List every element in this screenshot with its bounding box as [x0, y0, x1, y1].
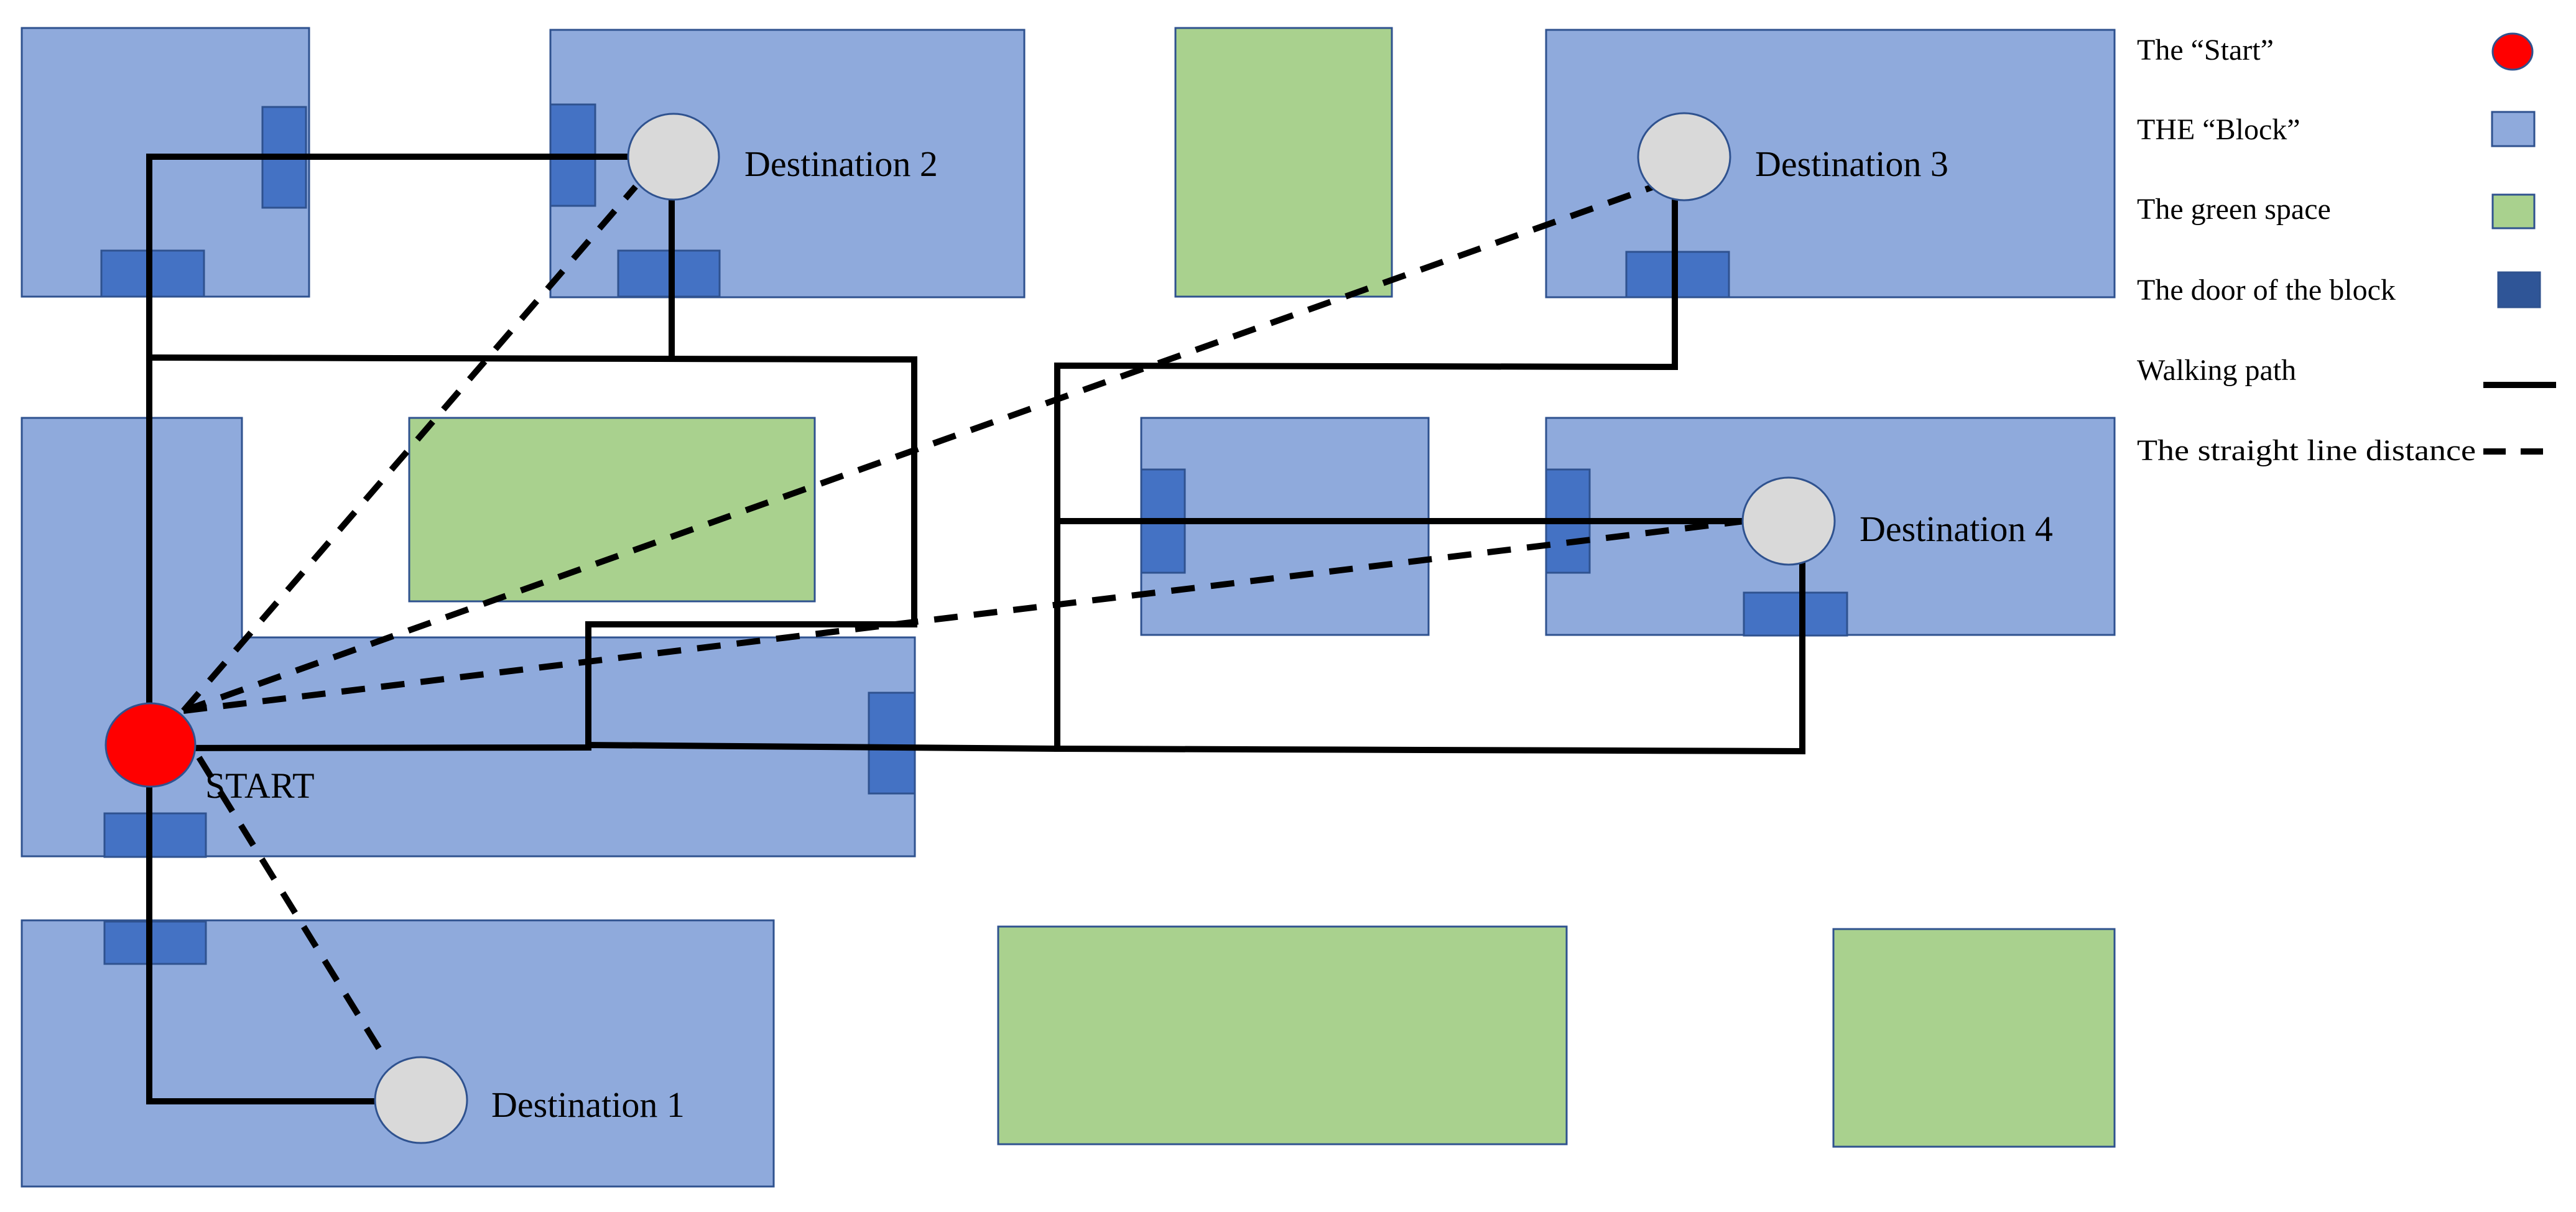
- destination-4-label: Destination 4: [1860, 509, 2053, 549]
- point-labels: START Destination 2 Destination 3 Destin…: [205, 144, 2053, 1125]
- points: [104, 112, 1836, 1144]
- legend-label-block: THE “Block”: [2137, 113, 2300, 146]
- walking-path-to-destination-3: [1054, 183, 1678, 752]
- start-point: [104, 702, 197, 788]
- legend-swatch-door: [2497, 271, 2541, 308]
- straight-line-to-destination-2: [181, 184, 638, 713]
- destination-2-label: Destination 2: [744, 144, 938, 184]
- legend-label-straight-line: The straight line distance: [2137, 434, 2476, 467]
- destination-2-point: [627, 113, 720, 201]
- destination-3-point: [1637, 112, 1731, 201]
- legend-label-door: The door of the block: [2137, 274, 2396, 307]
- destination-1-point: [374, 1056, 468, 1144]
- legend-swatch-green-space: [2491, 193, 2536, 229]
- legend-swatch-start: [2491, 32, 2534, 71]
- door: [103, 920, 207, 965]
- door: [100, 249, 205, 298]
- walking-path-main-east: [146, 513, 1805, 755]
- destination-4-point: [1741, 476, 1836, 566]
- straight-line-distances: [181, 182, 1745, 1059]
- destination-3-label: Destination 3: [1755, 144, 1948, 184]
- green-spaces: [408, 27, 2116, 1148]
- door: [103, 812, 207, 858]
- walking-path-to-destination-2: [146, 154, 677, 748]
- green-space-bottom-right: [1832, 928, 2116, 1148]
- walking-path-to-destination-1: [146, 742, 376, 1104]
- start-label: START: [205, 766, 315, 806]
- destination-1-label: Destination 1: [491, 1085, 685, 1125]
- green-space-top: [1174, 27, 1393, 298]
- straight-line-to-destination-1: [196, 756, 387, 1059]
- legend-label-start: The “Start”: [2137, 34, 2274, 67]
- door: [868, 692, 916, 795]
- legend-label-walking-path: Walking path: [2137, 354, 2296, 387]
- block-middle-small: [1140, 417, 1430, 636]
- straight-line-to-destination-3: [182, 182, 1659, 714]
- straight-line-to-destination-4: [183, 518, 1745, 714]
- green-space-bottom-middle: [997, 925, 1568, 1145]
- legend-swatch-block: [2491, 111, 2536, 147]
- legend-label-green-space: The green space: [2137, 193, 2331, 226]
- legend: The “Start” THE “Block” The green space …: [2137, 32, 2556, 467]
- door: [1743, 591, 1848, 637]
